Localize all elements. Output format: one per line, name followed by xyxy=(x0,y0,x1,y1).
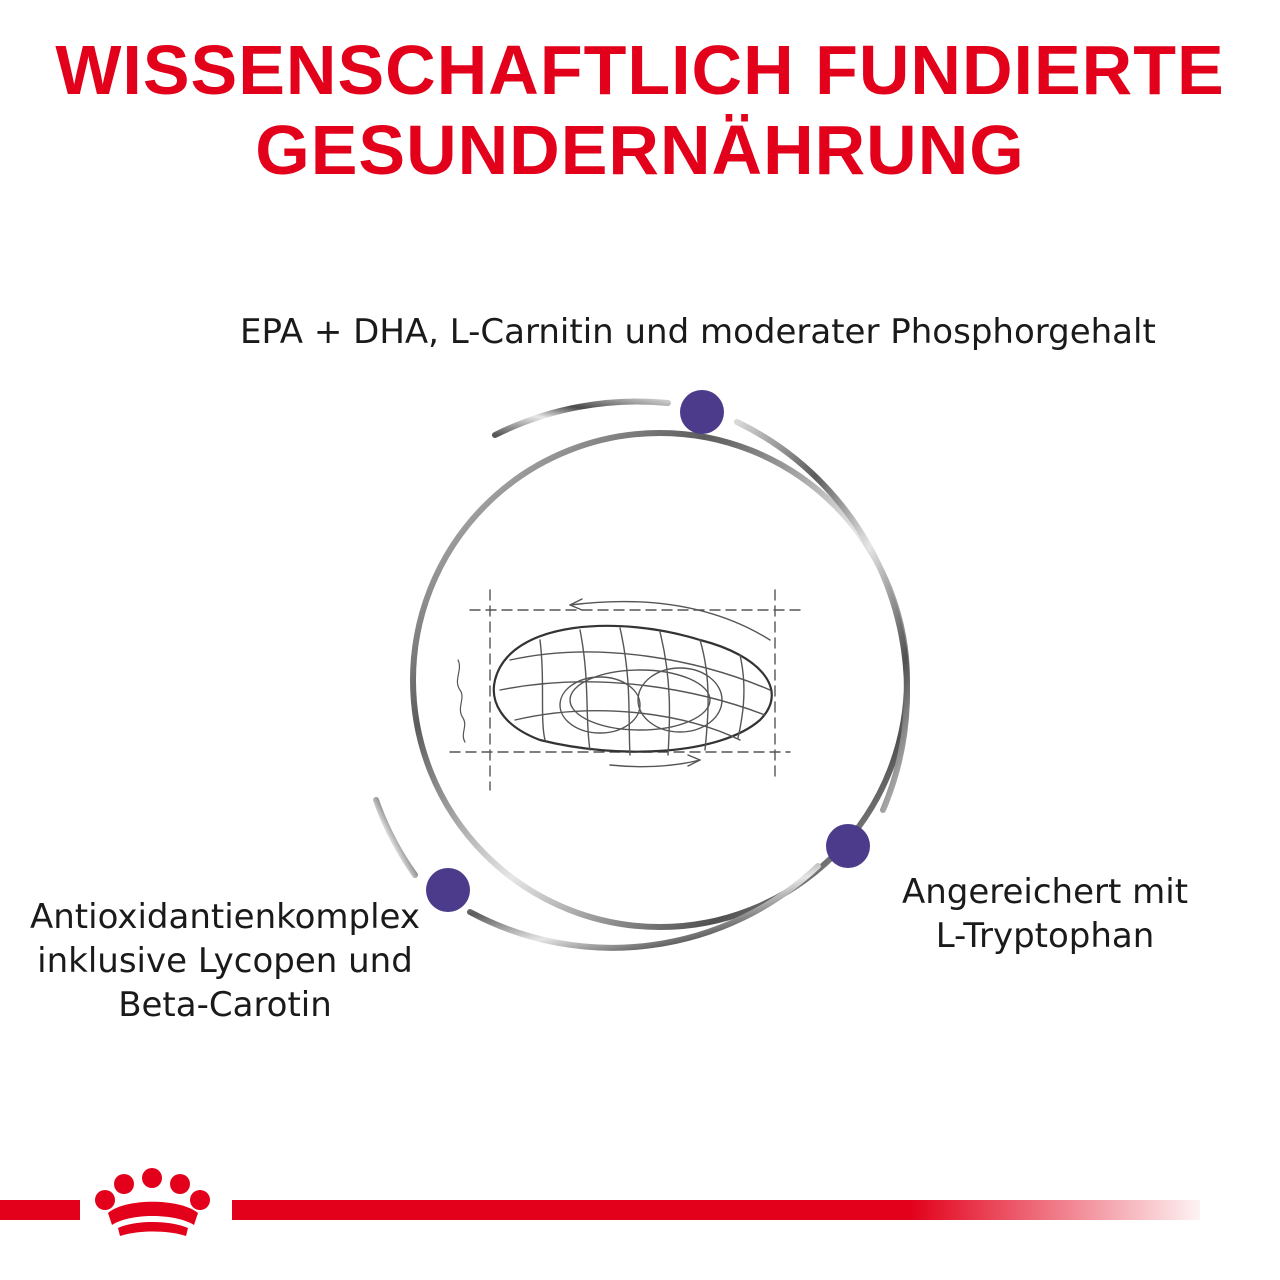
dot-left xyxy=(426,868,470,912)
dot-top xyxy=(680,390,724,434)
outer-arc-bottom xyxy=(467,863,821,951)
feature-label-left-line-3: Beta-Carotin xyxy=(118,985,332,1025)
feature-label-top: EPA + DHA, L-Carnitin und moderater Phos… xyxy=(240,310,1200,354)
feature-label-right: Angereichert mit L-Tryptophan xyxy=(880,870,1210,958)
dot-right xyxy=(826,824,870,868)
feature-label-right-line-1: Angereichert mit xyxy=(901,872,1189,912)
feature-label-left-line-2: inklusive Lycopen und xyxy=(37,941,413,981)
kibble-sketch-icon xyxy=(449,589,801,791)
footer-bar-right xyxy=(232,1200,1200,1220)
page-title-line-1: WISSENSCHAFTLICH FUNDIERTE xyxy=(55,31,1225,109)
page-title: WISSENSCHAFTLICH FUNDIERTE GESUNDERNÄHRU… xyxy=(0,30,1280,190)
feature-label-left: Antioxidantienkomplex inklusive Lycopen … xyxy=(20,895,430,1027)
outer-arc-lower xyxy=(373,797,418,878)
feature-label-left-line-1: Antioxidantienkomplex xyxy=(30,897,420,937)
feature-label-right-line-2: L-Tryptophan xyxy=(935,916,1155,956)
royal-canin-crown-logo xyxy=(95,1168,210,1236)
page-title-line-2: GESUNDERNÄHRUNG xyxy=(255,111,1025,189)
outer-arc-right xyxy=(734,419,910,813)
outer-arc-upper xyxy=(492,398,671,438)
feature-label-top-line: EPA + DHA, L-Carnitin und moderater Phos… xyxy=(240,312,1156,352)
footer-bar-left xyxy=(0,1200,80,1220)
